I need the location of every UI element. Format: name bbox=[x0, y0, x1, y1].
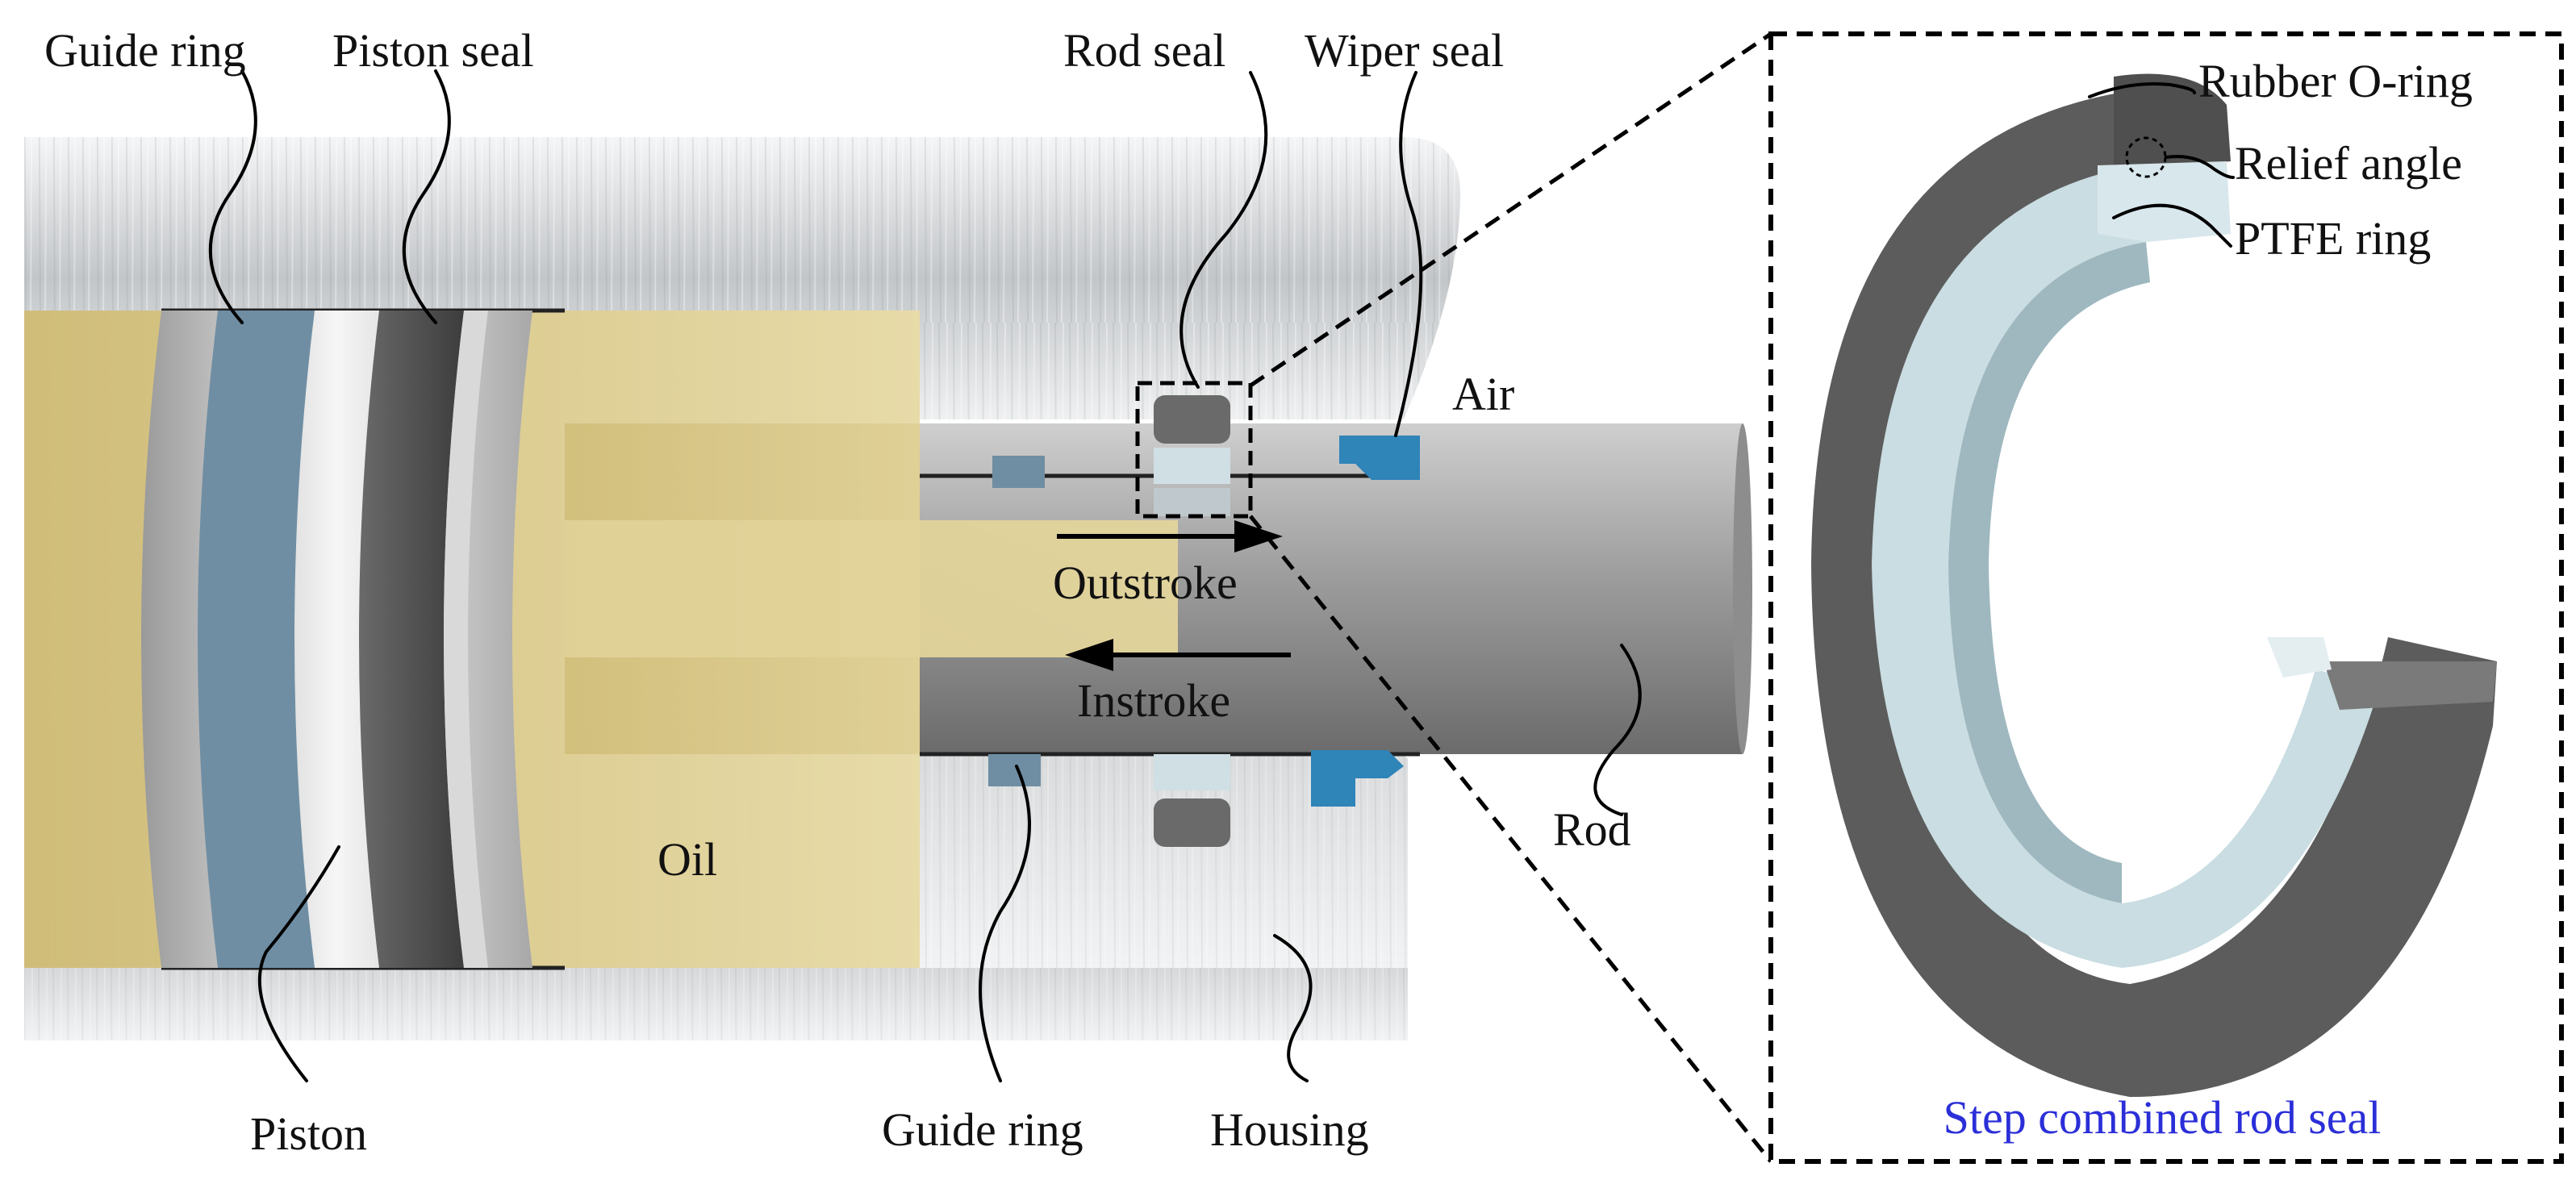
label-relief-angle: Relief angle bbox=[2235, 137, 2462, 190]
rod-guide-ring-top bbox=[992, 456, 1045, 488]
leader-rubber-o-ring bbox=[2088, 82, 2196, 98]
piston-seal-edge bbox=[444, 311, 488, 968]
o-ring-top-block bbox=[2114, 73, 2231, 173]
label-air: Air bbox=[1452, 368, 1514, 420]
rod-seal-bottom-ptfe bbox=[1154, 754, 1230, 790]
ptfe-end-face bbox=[2267, 637, 2332, 678]
projection-line-bottom bbox=[1249, 515, 1772, 1163]
label-guide-ring-top: Guide ring bbox=[44, 24, 246, 77]
oil-inner-rod bbox=[565, 520, 1178, 657]
projection-line-top bbox=[1249, 31, 1772, 388]
rod bbox=[920, 423, 1743, 754]
label-rubber-o-ring: Rubber O-ring bbox=[2198, 55, 2473, 107]
label-oil: Oil bbox=[658, 833, 717, 886]
rubber-o-ring bbox=[1811, 89, 2497, 1097]
rod-end bbox=[1733, 423, 1752, 754]
rod-seal-top-ptfe bbox=[1154, 448, 1230, 484]
label-wiper-seal: Wiper seal bbox=[1305, 24, 1504, 77]
leader-piston bbox=[257, 845, 340, 1082]
leader-relief-angle bbox=[2165, 155, 2235, 179]
piston-guide-ring bbox=[198, 311, 315, 968]
label-outstroke: Outstroke bbox=[1053, 557, 1238, 609]
label-instroke: Instroke bbox=[1077, 674, 1230, 727]
instroke-arrow bbox=[1065, 639, 1291, 671]
o-ring-end-face bbox=[2323, 661, 2497, 710]
label-ptfe-ring: PTFE ring bbox=[2235, 212, 2431, 265]
cylinder-assembly bbox=[24, 137, 1752, 1040]
wiper-seal-top bbox=[1339, 436, 1420, 480]
label-piston-seal: Piston seal bbox=[332, 24, 534, 77]
leader-housing bbox=[1273, 934, 1313, 1082]
label-rod: Rod bbox=[1553, 803, 1631, 856]
label-piston: Piston bbox=[250, 1107, 367, 1160]
ptfe-step bbox=[1948, 242, 2150, 903]
outstroke-arrow bbox=[1057, 520, 1283, 552]
rod-seal-bottom-oring bbox=[1154, 798, 1230, 847]
leader-guide-ring-top bbox=[208, 69, 257, 324]
leader-rod-seal bbox=[1179, 71, 1268, 389]
rod-guide-ring-bottom bbox=[988, 754, 1041, 786]
leader-piston-seal bbox=[402, 69, 451, 324]
piston-seal-ring bbox=[359, 311, 464, 968]
leader-rod bbox=[1593, 644, 1642, 816]
rod-seal-top-oring bbox=[1154, 395, 1230, 444]
inset-panel: Rubber O-ring Relief angle PTFE ring Ste… bbox=[1768, 31, 2564, 1164]
step-seal-render bbox=[1811, 73, 2497, 1097]
leader-wiper-seal bbox=[1394, 71, 1423, 437]
rod-seal-top-lower bbox=[1154, 488, 1230, 516]
leader-guide-ring-bottom bbox=[979, 765, 1031, 1082]
ptfe-top-block bbox=[2098, 161, 2231, 242]
label-guide-ring-bottom: Guide ring bbox=[882, 1103, 1083, 1156]
wiper-seal-bottom bbox=[1311, 750, 1404, 807]
label-housing: Housing bbox=[1210, 1103, 1369, 1156]
label-rod-seal: Rod seal bbox=[1063, 24, 1225, 77]
housing-top-texture bbox=[24, 137, 1460, 419]
inset-caption: Step combined rod seal bbox=[1943, 1091, 2382, 1144]
leader-ptfe-ring bbox=[2112, 203, 2232, 248]
